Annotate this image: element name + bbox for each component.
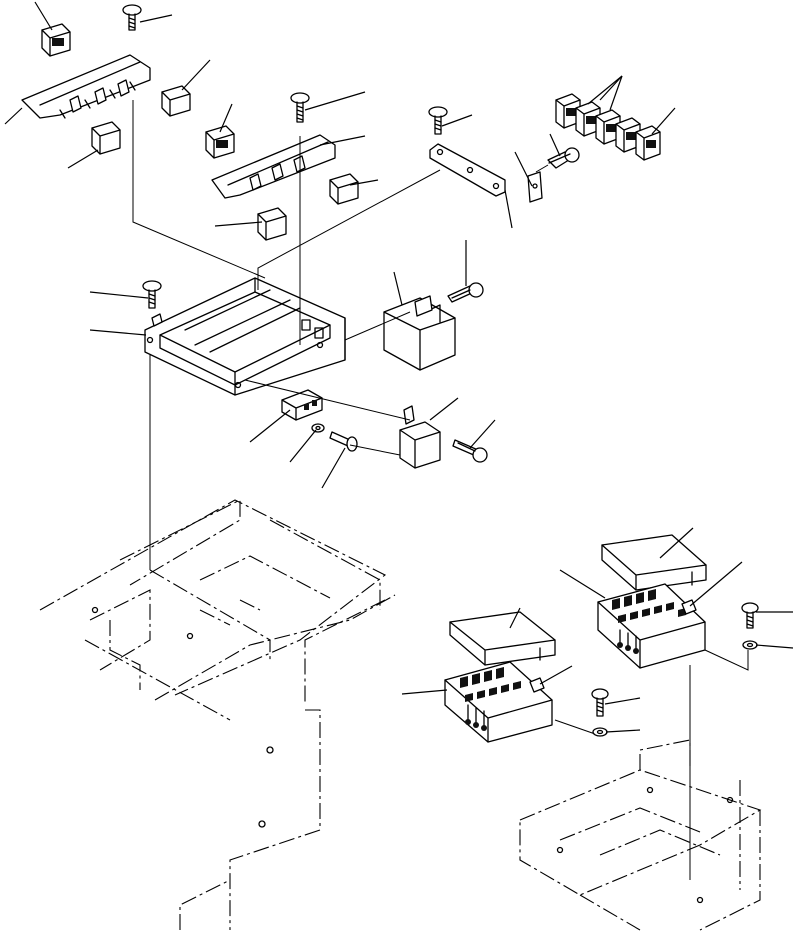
relay-low-left: [91, 121, 121, 155]
fuse-box-right: [597, 583, 706, 669]
relay-center-top: [205, 125, 235, 159]
bolt-fuse-right: [741, 602, 759, 629]
small-bracket: [429, 143, 506, 197]
relay-bracket-center: [211, 134, 336, 199]
relay-top-left: [41, 23, 71, 57]
relay-mid-left: [161, 85, 191, 117]
fuse-box-cover-right: [601, 534, 707, 591]
relay-center-right: [329, 173, 359, 205]
relay-row-top-right: [555, 93, 661, 161]
bolt-square-relay: [452, 439, 488, 463]
fuse-clip-left: [529, 677, 545, 693]
clip-bracket-right: [527, 171, 543, 203]
main-tray: [144, 277, 346, 396]
assembly-lines: [132, 100, 749, 880]
bolt-center: [290, 92, 310, 123]
bolt-top-left: [122, 4, 142, 31]
screw-clip: [547, 147, 580, 169]
washer-fuse-left: [592, 727, 608, 737]
callout-leaders: [4, 1, 793, 733]
chassis-phantom-left: [39, 499, 396, 930]
fuse-box-cover-left: [449, 611, 556, 666]
fuse-box-left: [444, 661, 553, 743]
washer-fuse-right: [742, 640, 758, 650]
relay-bracket-upper-left: [21, 54, 151, 119]
square-relay: [399, 405, 441, 469]
washer-small: [311, 423, 325, 433]
bolt-fuse-left: [591, 688, 609, 717]
controller-unit: [383, 295, 456, 371]
bolt-controller: [447, 282, 484, 303]
small-connector: [281, 389, 323, 421]
relay-center-low: [257, 207, 287, 241]
bolt-small-bracket: [428, 106, 448, 135]
chassis-phantom-right: [519, 739, 762, 931]
bolt-small: [329, 431, 358, 452]
bolt-tray-left: [142, 280, 162, 309]
